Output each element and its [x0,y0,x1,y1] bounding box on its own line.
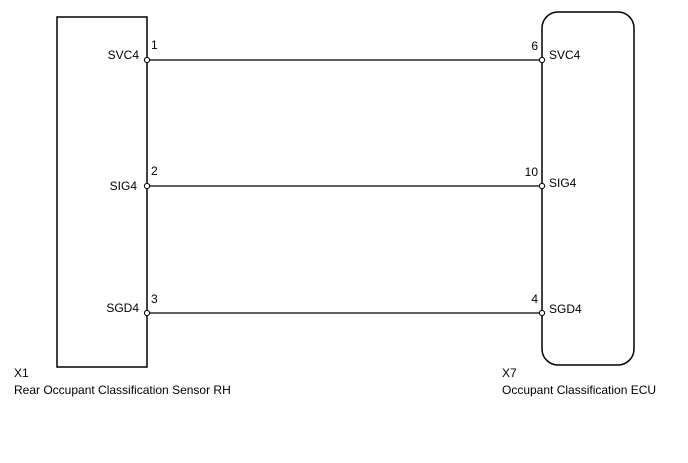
terminal-x1-pin-3 [143,309,151,317]
x7-component-code: X7 [502,366,517,380]
x1-pin-number: 3 [151,292,158,306]
sensor-x1-box [56,16,148,368]
terminal-x7-pin-6 [538,56,546,64]
x1-pin-number: 1 [151,38,158,52]
x7-component-name: Occupant Classification ECU [502,383,656,397]
x1-signal-label: SGD4 [106,301,139,315]
x1-component-code: X1 [14,366,29,380]
x7-pin-number: 4 [531,292,538,306]
x1-signal-label: SVC4 [108,48,140,62]
x7-signal-label: SIG4 [549,176,577,190]
x7-pin-number: 6 [531,39,538,53]
x1-pin-number: 2 [151,164,158,178]
terminal-x1-pin-2 [143,182,151,190]
terminal-x7-pin-10 [538,182,546,190]
x7-signal-label: SVC4 [549,48,581,62]
terminal-x1-pin-1 [143,56,151,64]
x7-pin-number: 10 [525,165,539,179]
terminal-x7-pin-4 [538,309,546,317]
x1-signal-label: SIG4 [110,179,138,193]
x1-component-name: Rear Occupant Classification Sensor RH [14,383,231,397]
x7-signal-label: SGD4 [549,302,582,316]
